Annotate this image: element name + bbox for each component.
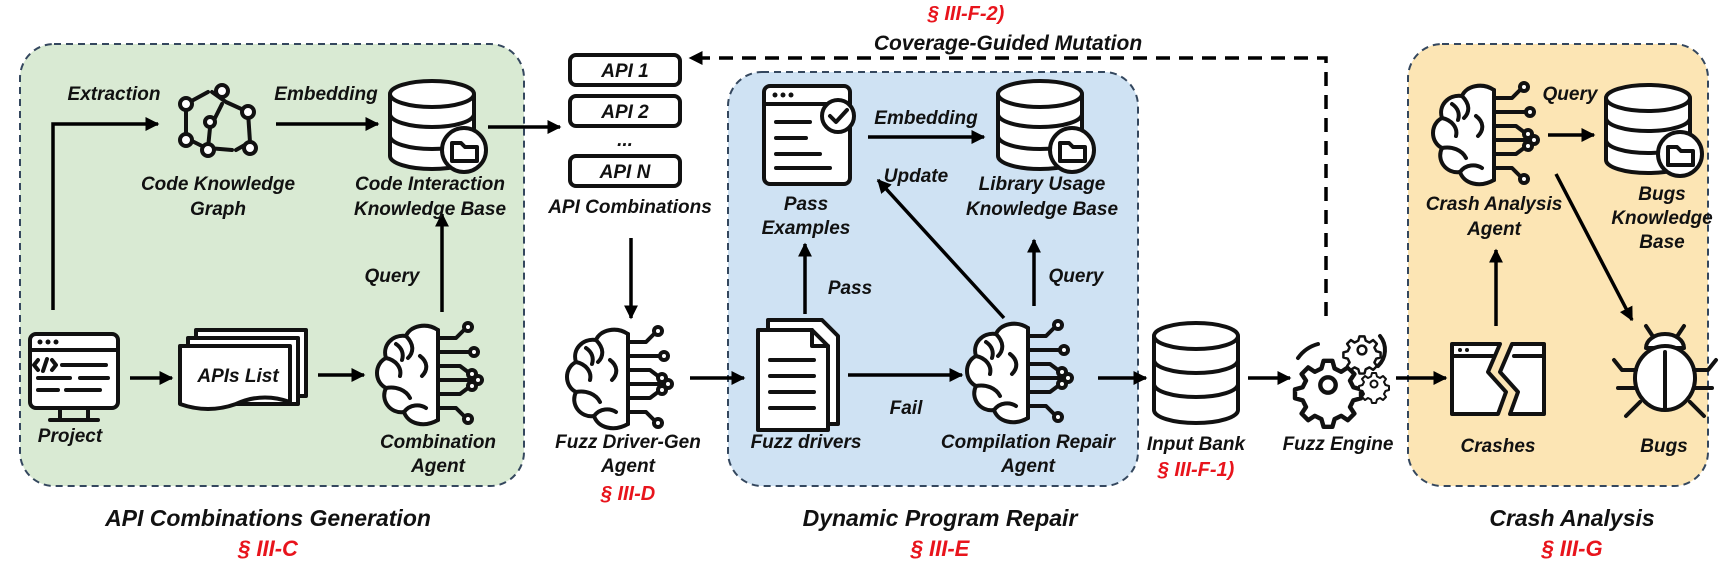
feedback-label: Coverage-Guided Mutation xyxy=(874,32,1142,55)
repair-agent-label-1: Compilation Repair xyxy=(941,432,1117,453)
bugs-kb-label-2: Knowledge xyxy=(1611,208,1713,229)
edge-extraction: Extraction xyxy=(68,84,161,105)
edge-query-3: Query xyxy=(1543,84,1599,105)
api-item-ellipsis: ... xyxy=(617,130,633,151)
api-item-1: API 1 xyxy=(600,61,649,82)
library-kb-label-2: Knowledge Base xyxy=(966,199,1118,220)
driver-agent-section: § III-D xyxy=(600,483,655,505)
library-kb-label-1: Library Usage xyxy=(979,174,1106,195)
input-bank-section: § III-F-1) xyxy=(1157,459,1235,481)
fuzz-drivers-icon xyxy=(756,318,840,432)
fuzz-drivers-label: Fuzz drivers xyxy=(751,432,862,453)
apis-list-label: APIs List xyxy=(196,366,279,387)
fuzz-engine-icon xyxy=(1295,334,1390,427)
api-item-2: API 2 xyxy=(600,102,649,123)
library-kb-icon xyxy=(996,79,1096,174)
feedback-section: § III-F-2) xyxy=(927,3,1005,25)
code-graph-label-2: Graph xyxy=(190,199,246,220)
edge-embedding-1: Embedding xyxy=(274,84,378,105)
pass-examples-label-1: Pass xyxy=(784,194,828,215)
code-kb-label-1: Code Interaction xyxy=(355,174,505,195)
program-repair-title: Dynamic Program Repair xyxy=(803,505,1079,531)
bug-icon xyxy=(1612,324,1718,418)
crash-analysis-title: Crash Analysis xyxy=(1489,505,1654,531)
program-repair-section: § III-E xyxy=(910,536,971,561)
bugs-label: Bugs xyxy=(1640,436,1688,457)
crashes-label: Crashes xyxy=(1461,436,1536,457)
bugs-kb-label-3: Base xyxy=(1639,232,1685,253)
api-generation-section: § III-C xyxy=(237,536,299,561)
project-label: Project xyxy=(38,426,103,447)
pass-examples-label-2: Examples xyxy=(762,218,851,239)
bugs-kb-icon xyxy=(1604,83,1704,178)
bugs-kb-label-1: Bugs xyxy=(1638,184,1686,205)
code-graph-label-1: Code Knowledge xyxy=(141,174,296,195)
crashes-icon xyxy=(1450,342,1546,416)
project-icon xyxy=(28,332,120,422)
edge-update: Update xyxy=(884,166,949,187)
fuzz-engine-label: Fuzz Engine xyxy=(1283,434,1394,455)
api-combinations-label: API Combinations xyxy=(547,197,712,218)
apis-list-icon xyxy=(178,328,308,411)
arrows xyxy=(51,51,1634,385)
code-graph-icon xyxy=(178,83,258,158)
repair-agent-label-2: Agent xyxy=(1000,456,1056,477)
crash-analysis-section: § III-G xyxy=(1540,536,1602,561)
edge-pass: Pass xyxy=(828,278,872,299)
driver-agent-label-1: Fuzz Driver-Gen xyxy=(555,432,701,453)
api-generation-title: API Combinations Generation xyxy=(104,505,431,531)
edge-fail: Fail xyxy=(890,398,923,419)
crash-agent-label-2: Agent xyxy=(1466,219,1522,240)
driver-agent-icon xyxy=(565,325,674,431)
code-kb-label-2: Knowledge Base xyxy=(354,199,506,220)
pass-examples-icon xyxy=(762,84,856,186)
api-boxes xyxy=(568,53,682,188)
combination-agent-label-2: Agent xyxy=(410,456,466,477)
api-item-n: API N xyxy=(599,162,652,183)
combination-agent-label-1: Combination xyxy=(380,432,496,453)
driver-agent-label-2: Agent xyxy=(600,456,656,477)
crash-agent-label-1: Crash Analysis xyxy=(1426,194,1563,215)
code-kb-icon xyxy=(388,79,488,174)
edge-query-2: Query xyxy=(1049,266,1105,287)
input-bank-icon xyxy=(1152,321,1240,425)
edge-embedding-2: Embedding xyxy=(874,108,978,129)
edge-query-1: Query xyxy=(365,266,421,287)
input-bank-label: Input Bank xyxy=(1147,434,1247,455)
